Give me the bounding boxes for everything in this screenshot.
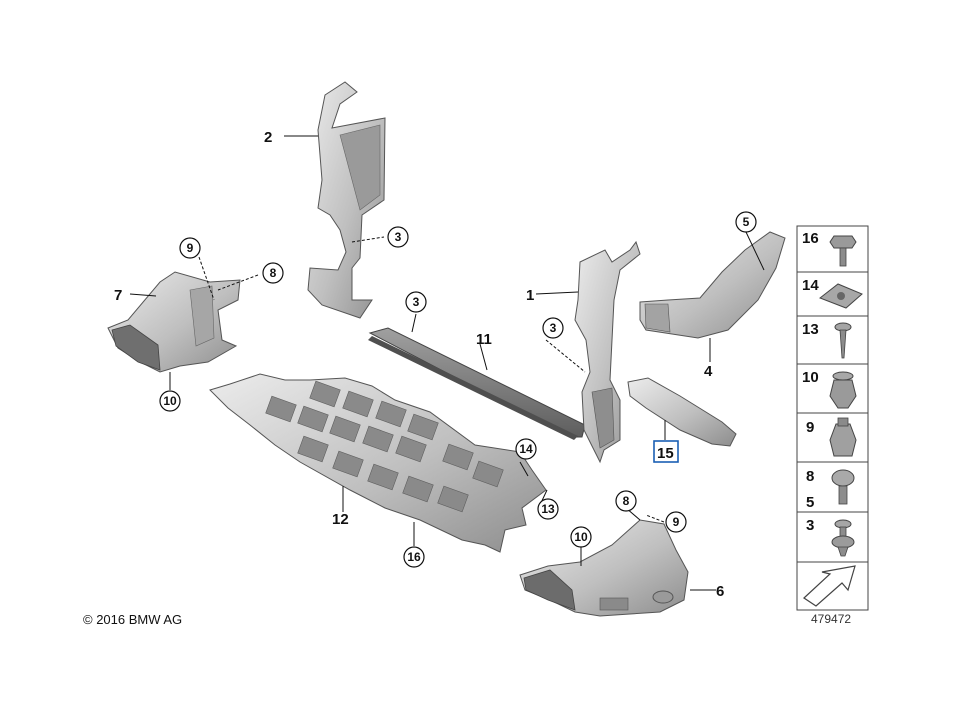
callout-11: 11 — [476, 331, 492, 348]
circle-callout-8: 8 — [623, 494, 630, 508]
circle-callout-16: 16 — [407, 550, 421, 564]
circle-callout-14: 14 — [519, 442, 533, 456]
figure-id: 479472 — [811, 612, 852, 626]
part-12-underbody-panel[interactable] — [209, 373, 547, 553]
circle-callout-9: 9 — [187, 241, 194, 255]
fastener-legend: 16 14 13 10 9 8 5 3 — [796, 225, 869, 611]
callout-4: 4 — [704, 363, 713, 380]
legend-label-8: 8 — [806, 468, 814, 485]
circle-callout-9: 9 — [673, 515, 680, 529]
legend-label-9: 9 — [806, 419, 814, 436]
legend-label-14: 14 — [802, 277, 819, 294]
callout-1: 1 — [526, 287, 534, 304]
legend-label-3: 3 — [806, 517, 814, 534]
part-2-bracket[interactable] — [307, 81, 386, 319]
clip-3-icon — [831, 519, 855, 557]
circle-callout-5: 5 — [743, 215, 750, 229]
legend-label-5: 5 — [806, 494, 814, 511]
callout-7: 7 — [114, 287, 122, 304]
part-4-curved-duct[interactable] — [639, 231, 786, 339]
circle-callout-10: 10 — [163, 394, 177, 408]
circle-callout-3: 3 — [550, 321, 557, 335]
legend-label-10: 10 — [802, 369, 819, 386]
direction-arrow-icon — [803, 565, 856, 607]
clip-nut-14-icon — [818, 283, 863, 309]
screw-13-icon — [834, 322, 852, 359]
circle-callouts — [159, 211, 757, 568]
circle-callout-3: 3 — [395, 230, 402, 244]
copyright-text: © 2016 BMW AG — [83, 612, 183, 627]
bolt-16-icon — [829, 235, 857, 267]
screw-8-5-icon — [831, 469, 855, 505]
callout-12: 12 — [332, 511, 349, 528]
leader-lines — [129, 135, 765, 591]
callout-6: 6 — [716, 583, 724, 600]
push-clip-10-icon — [829, 371, 857, 409]
circle-callout-3: 3 — [413, 295, 420, 309]
callout-2: 2 — [264, 129, 272, 146]
circle-callout-13: 13 — [541, 502, 555, 516]
callout-15: 15 — [657, 445, 674, 462]
part-6-air-duct-right[interactable] — [519, 519, 689, 617]
rivet-9-icon — [829, 417, 857, 457]
part-15-deflector[interactable] — [627, 377, 737, 447]
legend-label-16: 16 — [802, 230, 819, 247]
circle-callout-10: 10 — [574, 530, 588, 544]
circle-callout-8: 8 — [270, 266, 277, 280]
part-1-bracket[interactable] — [574, 240, 641, 464]
part-7-air-duct-left[interactable] — [107, 271, 241, 373]
callout-15-highlight[interactable]: 15 — [653, 440, 679, 463]
legend-label-13: 13 — [802, 321, 819, 338]
part-11-bar[interactable] — [368, 327, 586, 440]
